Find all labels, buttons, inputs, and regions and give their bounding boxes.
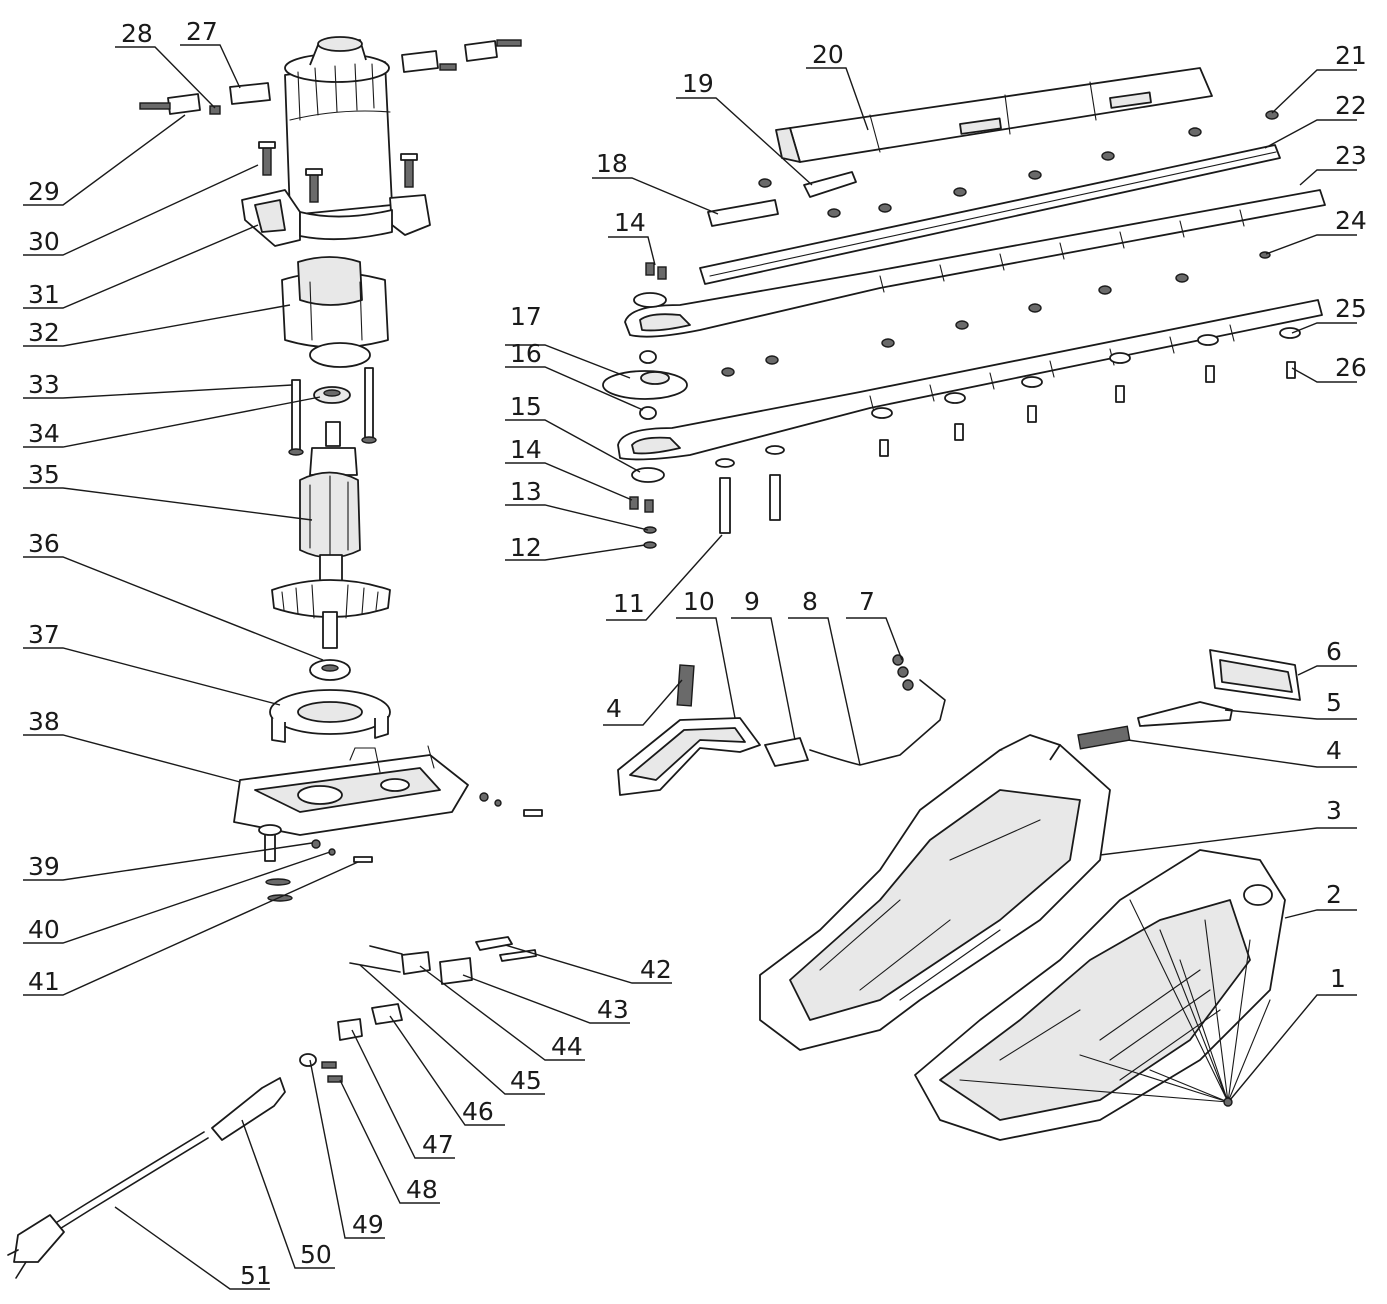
part-number-9: 9 xyxy=(744,587,760,616)
gearbox-base xyxy=(233,745,469,862)
part-number-41: 41 xyxy=(28,967,60,996)
part-number-23: 23 xyxy=(1335,141,1367,170)
callout-leaders xyxy=(23,44,1357,1290)
part-number-27: 27 xyxy=(186,17,218,46)
part-number-44: 44 xyxy=(551,1032,583,1061)
part-number-3: 3 xyxy=(1326,796,1342,825)
part-number-50: 50 xyxy=(300,1240,332,1269)
baffle-ring xyxy=(269,689,391,743)
blade-spacers xyxy=(721,110,1301,457)
switch-group xyxy=(337,936,537,1041)
part-number-24: 24 xyxy=(1335,206,1367,235)
switch-linkage xyxy=(764,654,946,767)
front-handle xyxy=(617,664,761,796)
part-number-47: 47 xyxy=(422,1130,454,1159)
part-number-4-left: 4 xyxy=(606,694,622,723)
part-number-29: 29 xyxy=(28,177,60,206)
part-number-39: 39 xyxy=(28,852,60,881)
armature xyxy=(271,421,391,649)
part-number-1: 1 xyxy=(1330,964,1346,993)
part-number-17: 17 xyxy=(510,302,542,331)
part-number-32: 32 xyxy=(28,318,60,347)
part-number-22: 22 xyxy=(1335,91,1367,120)
part-number-11: 11 xyxy=(613,589,645,618)
part-number-36: 36 xyxy=(28,529,60,558)
part-number-51: 51 xyxy=(240,1261,272,1290)
part-number-40: 40 xyxy=(28,915,60,944)
brush-assembly-right xyxy=(401,39,522,73)
part-number-26: 26 xyxy=(1335,353,1367,382)
housing-screws xyxy=(258,141,418,203)
trigger-lever xyxy=(1077,649,1301,750)
housing-left-half xyxy=(759,734,1111,1051)
housing-screw-lines xyxy=(959,899,1271,1107)
part-number-33: 33 xyxy=(28,370,60,399)
stator-bolts xyxy=(288,367,377,456)
part-number-13: 13 xyxy=(510,477,542,506)
stator xyxy=(281,256,389,368)
power-cord xyxy=(7,1131,209,1279)
part-number-46: 46 xyxy=(462,1097,494,1126)
part-number-4-right: 4 xyxy=(1326,736,1342,765)
part-number-8: 8 xyxy=(802,587,818,616)
part-number-19: 19 xyxy=(682,69,714,98)
part-number-42: 42 xyxy=(640,955,672,984)
blade-rail xyxy=(699,144,1281,285)
upper-blade xyxy=(624,189,1326,338)
part-number-48: 48 xyxy=(406,1175,438,1204)
part-number-28: 28 xyxy=(121,19,153,48)
part-number-25: 25 xyxy=(1335,294,1367,323)
lower-bearing xyxy=(309,659,351,681)
part-number-18: 18 xyxy=(596,149,628,178)
part-number-14-upper: 14 xyxy=(614,208,646,237)
part-number-49: 49 xyxy=(352,1210,384,1239)
part-number-21: 21 xyxy=(1335,41,1367,70)
blade-cover xyxy=(775,67,1213,163)
part-number-16: 16 xyxy=(510,339,542,368)
housing-right-half xyxy=(914,849,1286,1141)
part-number-2: 2 xyxy=(1326,880,1342,909)
part-number-10: 10 xyxy=(683,587,715,616)
part-number-35: 35 xyxy=(28,460,60,489)
part-number-7: 7 xyxy=(859,587,875,616)
part-number-37: 37 xyxy=(28,620,60,649)
part-number-labels: 1 2 3 4 4 5 6 7 8 9 10 11 12 13 14 14 15… xyxy=(28,17,1367,1290)
part-drawings xyxy=(7,36,1326,1279)
part-number-12: 12 xyxy=(510,533,542,562)
cord-clamp xyxy=(211,1053,343,1141)
part-number-38: 38 xyxy=(28,707,60,736)
part-number-31: 31 xyxy=(28,280,60,309)
fasteners-center xyxy=(629,262,785,549)
part-number-14-lower: 14 xyxy=(510,435,542,464)
part-number-30: 30 xyxy=(28,227,60,256)
part-number-34: 34 xyxy=(28,419,60,448)
part-number-5: 5 xyxy=(1326,688,1342,717)
part-number-45: 45 xyxy=(510,1066,542,1095)
part-number-20: 20 xyxy=(812,40,844,69)
eccentric-gear xyxy=(602,292,688,483)
part-number-6: 6 xyxy=(1326,637,1342,666)
part-number-15: 15 xyxy=(510,392,542,421)
blade-guide xyxy=(707,171,857,227)
brush-assembly-left xyxy=(139,82,271,115)
part-number-43: 43 xyxy=(597,995,629,1024)
